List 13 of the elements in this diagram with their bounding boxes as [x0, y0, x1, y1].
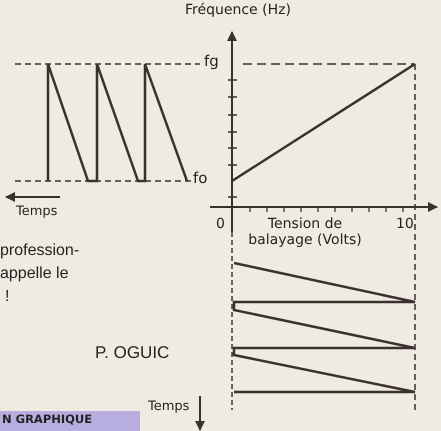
axis-title: Tension de balayage (Volts)	[247, 216, 363, 248]
tick-label: 0	[216, 216, 225, 232]
axis-label: fg	[204, 53, 219, 70]
text-fragment: appelle le	[0, 265, 68, 284]
text-fragment: profession-	[0, 242, 80, 260]
tick-label: 10	[396, 216, 414, 232]
axis-title: Fréquence (Hz)	[185, 2, 291, 18]
section-heading: N GRAPHIQUE	[2, 413, 92, 426]
axis-label: Temps	[16, 205, 58, 220]
text-fragment: !	[5, 288, 10, 306]
author-name: P. OGUIC	[95, 343, 170, 363]
axis-label: fo	[193, 170, 208, 188]
axis-label: Temps	[148, 400, 190, 415]
